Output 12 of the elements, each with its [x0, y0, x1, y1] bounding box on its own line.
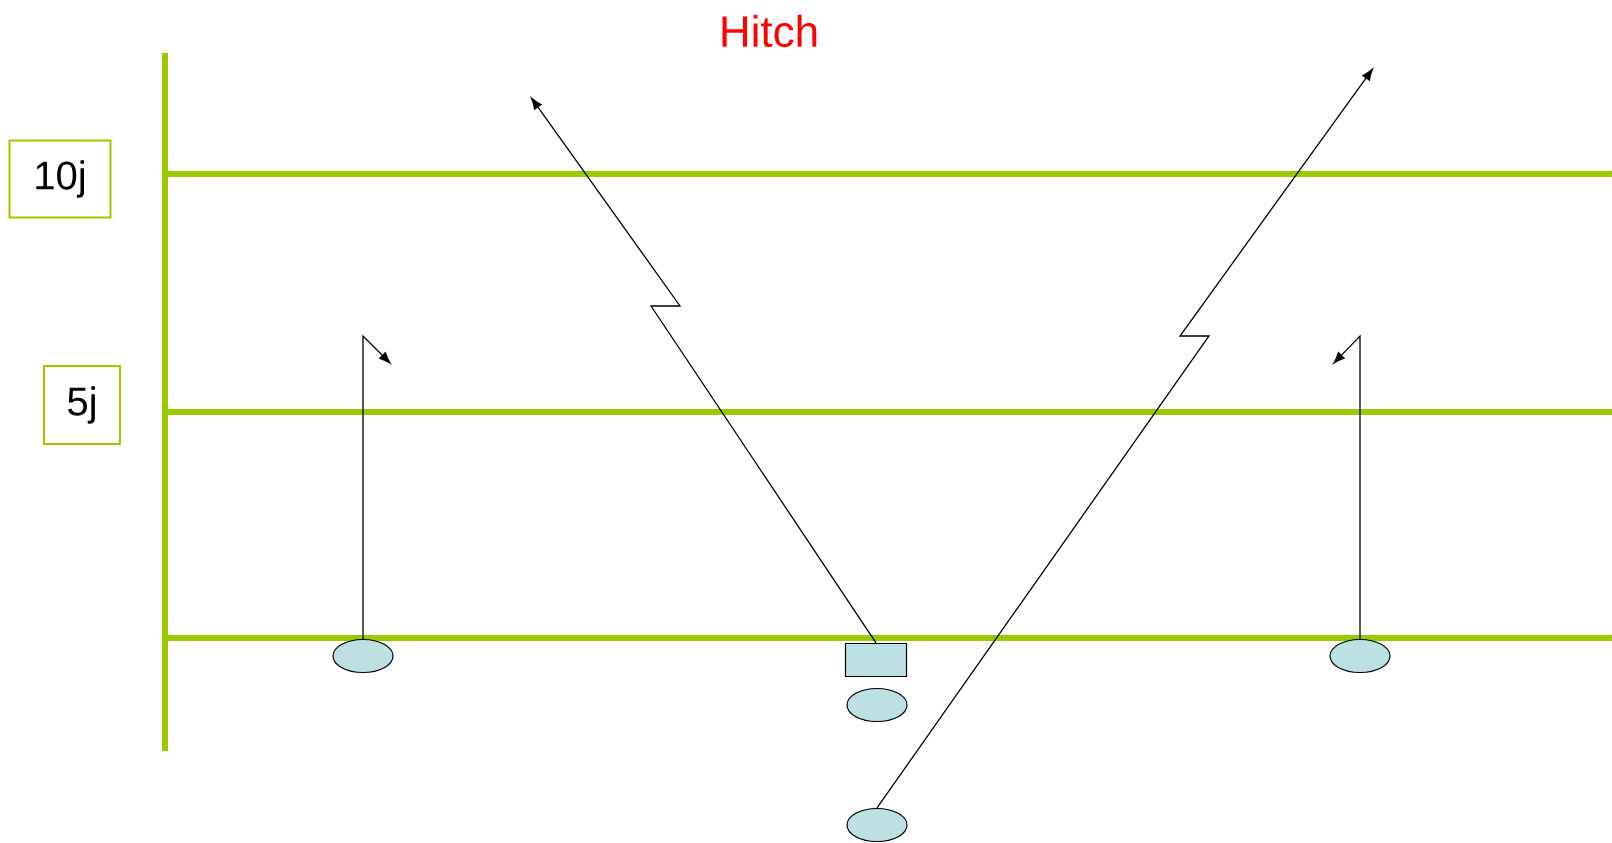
- player-ellipse: [1329, 638, 1391, 674]
- route-arrow: [1333, 334, 1361, 640]
- route-arrow: [531, 97, 877, 644]
- player-box: [844, 642, 908, 678]
- player-ellipse: [332, 638, 394, 674]
- route-arrow: [876, 68, 1373, 809]
- title: Hitch: [722, 14, 817, 48]
- player-ellipse: [846, 687, 908, 723]
- route-arrow: [362, 334, 391, 640]
- player-ellipse: [846, 807, 908, 843]
- yard-marker-box: 5j: [43, 365, 121, 445]
- yard-marker-box: 10j: [8, 139, 112, 219]
